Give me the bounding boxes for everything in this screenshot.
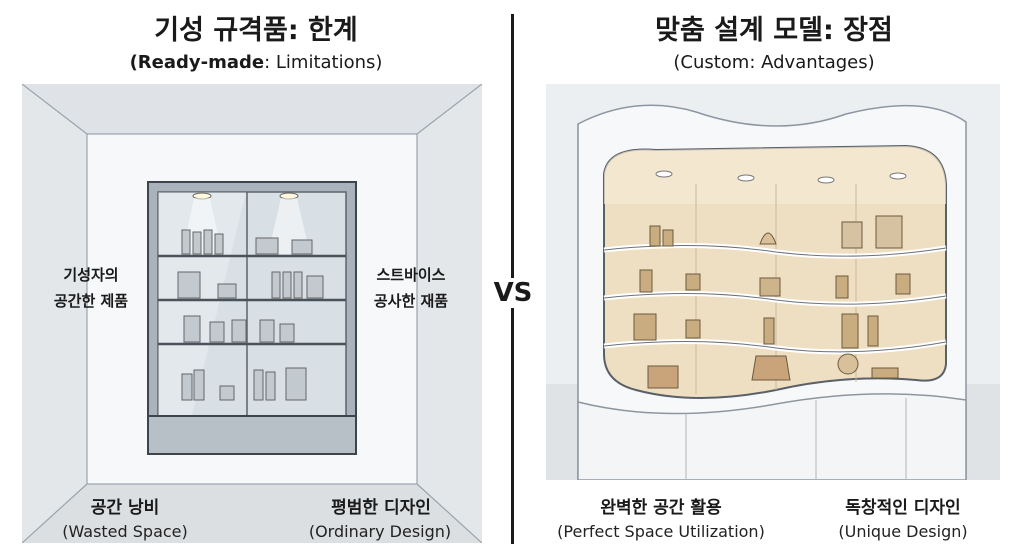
left-subtitle: (Ready-made: Limitations): [40, 52, 472, 73]
left-title: 기성 규격품: 한계: [154, 15, 358, 46]
left-side-label-line-1: 기성자의: [63, 266, 119, 284]
wasted-space-sublabel: (Wasted Space): [62, 522, 188, 541]
right-title: 맞춤 설계 모델: 장점: [655, 15, 893, 46]
custom-display-illustration: [546, 84, 1000, 480]
left-side-label: 기성자의 공간한 제품: [36, 262, 146, 314]
vs-label: VS: [482, 278, 544, 308]
left-subtitle-bold: (Ready-made: [129, 52, 265, 73]
perfect-space-label: 완벽한 공간 활용: [600, 498, 722, 518]
ready-made-room-illustration: [22, 84, 482, 543]
unique-design-sublabel: (Unique Design): [838, 522, 968, 541]
display-cabinet: [147, 181, 357, 455]
right-side-label: 스트바이스 공사한 재품: [356, 262, 466, 314]
right-subtitle: (Custom: Advantages): [673, 52, 875, 73]
right-side-label-line-1: 스트바이스: [376, 266, 446, 284]
left-side-label-line-2: 공간한 제품: [53, 292, 129, 310]
left-subtitle-rest: : Limitations): [264, 52, 383, 73]
perfect-space-sublabel: (Perfect Space Utilization): [557, 522, 765, 541]
right-side-label-line-2: 공사한 재품: [373, 292, 449, 310]
unique-design-label: 독창적인 디자인: [845, 498, 961, 518]
wasted-space-label: 공간 낭비: [90, 498, 160, 518]
ordinary-design-label: 평범한 디자인: [331, 498, 431, 518]
ordinary-design-sublabel: (Ordinary Design): [308, 522, 452, 541]
